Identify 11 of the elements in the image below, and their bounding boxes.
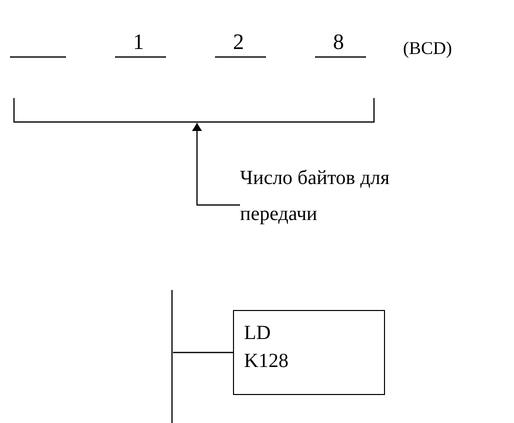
instruction-text: LD	[244, 321, 272, 346]
note-text: Число байтов для передачи	[240, 166, 391, 227]
leader-arrow	[192, 123, 240, 206]
code-label: (BCD)	[403, 37, 452, 60]
rung-line	[173, 352, 233, 354]
bracket	[13, 98, 375, 123]
digit-label: 8	[333, 30, 344, 54]
digit-label: 1	[133, 30, 144, 54]
digit-label: 2	[233, 30, 244, 54]
instruction-text: K128	[244, 349, 290, 374]
instruction-box	[233, 310, 385, 395]
